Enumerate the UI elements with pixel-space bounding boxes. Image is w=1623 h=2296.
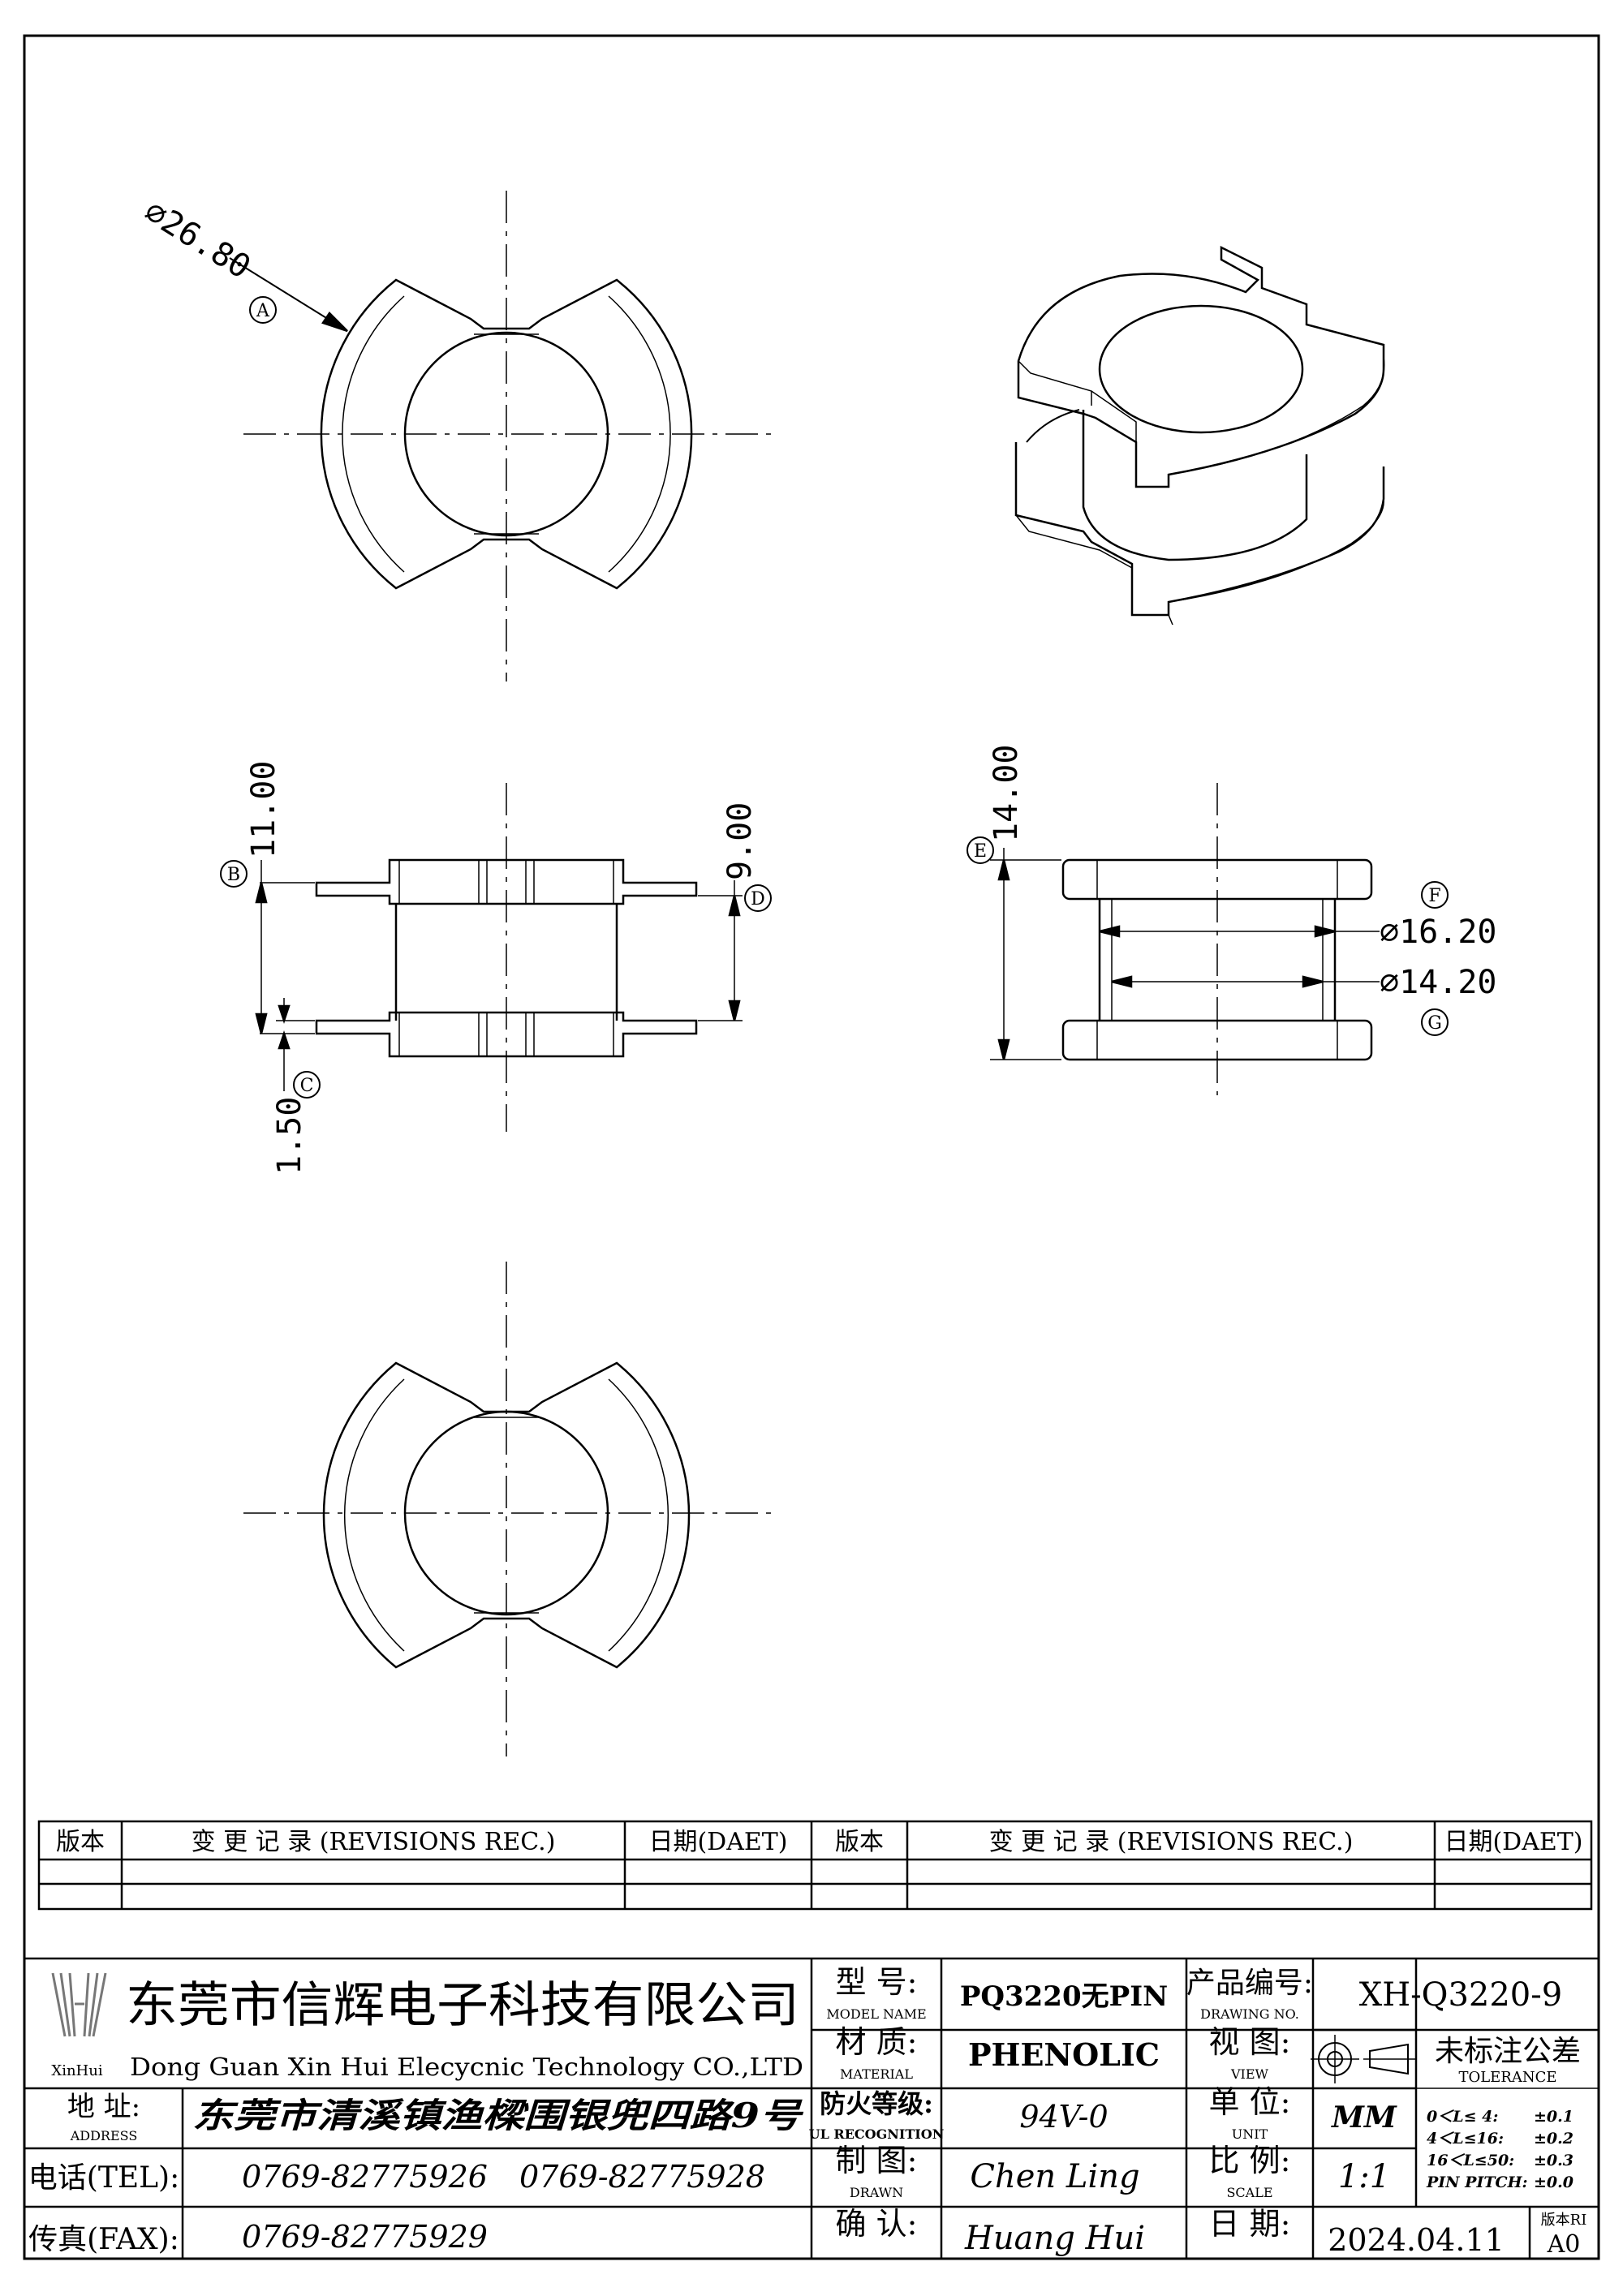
side-view — [966, 783, 1449, 1095]
tel-value-2: 0769-82775928 — [519, 2159, 765, 2195]
drawn-label-en: DRAWN — [850, 2185, 903, 2200]
scale-value: 1:1 — [1338, 2158, 1390, 2195]
marker-e: E — [974, 841, 987, 862]
marker-a: A — [256, 301, 270, 321]
top-view — [229, 191, 771, 681]
dim-diameter-1420: ⌀14.20 — [1380, 964, 1497, 1001]
rev-header-record-2: 变 更 记 录 (REVISIONS REC.) — [989, 1828, 1354, 1856]
dim-height-11: 11.00 — [245, 761, 282, 858]
logo-text: XinHui — [51, 2062, 102, 2079]
rev-header-date-2: 日期(DAET) — [1444, 1828, 1582, 1856]
check-label: 确 认: — [836, 2206, 918, 2242]
model-label: 型 号: — [836, 1964, 918, 2000]
tol-range-2: 4＜L≤16: — [1427, 2130, 1504, 2148]
title-block — [23, 1957, 1600, 2260]
fire-label-en: UL RECOGNITION — [809, 2126, 945, 2142]
company-name-cn: 东莞市信辉电子科技有限公司 — [126, 1977, 799, 2034]
fire-label: 防火等级: — [820, 2088, 933, 2119]
address-label: 地 址: — [67, 2091, 140, 2123]
tolerance-label-en: TOLERANCE — [1458, 2069, 1556, 2086]
rev-header-date: 日期(DAET) — [648, 1828, 787, 1856]
scale-label-en: SCALE — [1226, 2185, 1272, 2200]
isometric-view — [1014, 245, 1385, 626]
model-label-en: MODEL NAME — [826, 2006, 926, 2022]
fire-value: 94V-0 — [1019, 2099, 1108, 2135]
material-value: PHENOLIC — [968, 2036, 1160, 2073]
drawn-label: 制 图: — [836, 2143, 918, 2178]
unit-label: 单 位: — [1209, 2084, 1291, 2120]
marker-g: G — [1427, 1013, 1442, 1034]
date-value: 2024.04.11 — [1328, 2222, 1505, 2258]
dim-diameter-1620: ⌀16.20 — [1380, 914, 1497, 951]
tel-value-1: 0769-82775926 — [242, 2159, 488, 2195]
model-value: PQ3220无PIN — [960, 1980, 1168, 2013]
company-logo — [51, 1972, 107, 2037]
material-label: 材 质: — [836, 2024, 918, 2060]
bottom-view — [243, 1262, 771, 1756]
scale-label: 比 例: — [1209, 2143, 1291, 2178]
tel-label: 电话(TEL): — [28, 2161, 179, 2195]
tol-val-1: ±0.1 — [1534, 2108, 1573, 2126]
drawing-no-label: 产品编号: — [1186, 1967, 1313, 2000]
company-name-en: Dong Guan Xin Hui Elecycnic Technology C… — [130, 2053, 803, 2082]
front-view — [220, 783, 772, 1132]
marker-b: B — [227, 865, 240, 885]
drawing-no-label-en: DRAWING NO. — [1200, 2006, 1299, 2022]
unit-value: MM — [1330, 2100, 1397, 2135]
tol-range-4: PIN PITCH: — [1426, 2173, 1528, 2191]
date-label: 日 期: — [1209, 2206, 1291, 2242]
dim-diameter-outer: ⌀26.80 — [138, 192, 257, 286]
view-label: 视 图: — [1209, 2024, 1291, 2060]
material-label-en: MATERIAL — [840, 2066, 913, 2082]
tol-val-4: ±0.0 — [1534, 2173, 1573, 2191]
marker-f: F — [1428, 886, 1440, 906]
marker-c: C — [300, 1076, 314, 1096]
tol-range-3: 16＜L≤50: — [1427, 2152, 1514, 2169]
address-label-en: ADDRESS — [70, 2128, 138, 2143]
check-value: Huang Hui — [964, 2220, 1145, 2257]
marker-d: D — [751, 889, 765, 909]
fax-label: 传真(FAX): — [28, 2223, 179, 2256]
drawn-value: Chen Ling — [970, 2158, 1139, 2195]
dim-thickness-150: 1.50 — [271, 1097, 308, 1175]
address-value: 东莞市清溪镇渔樑围银兜四路9号 — [192, 2096, 804, 2135]
revision-table — [37, 1820, 1593, 1911]
dim-height-9: 9.00 — [721, 802, 759, 880]
rev-label: 版本RI — [1541, 2212, 1587, 2229]
rev-header-record: 变 更 记 录 (REVISIONS REC.) — [192, 1828, 556, 1856]
tol-val-3: ±0.3 — [1534, 2152, 1573, 2169]
tol-val-2: ±0.2 — [1534, 2130, 1573, 2148]
sheet-border — [23, 34, 1600, 2260]
rev-value: A0 — [1547, 2230, 1581, 2259]
tolerance-label: 未标注公差 — [1435, 2035, 1581, 2068]
drawing-no-value: XH-Q3220-9 — [1359, 1976, 1562, 2014]
rev-header-version-2: 版本 — [835, 1828, 884, 1856]
unit-label-en: UNIT — [1232, 2126, 1268, 2142]
dim-height-14: 14.00 — [988, 745, 1025, 842]
view-label-en: VIEW — [1230, 2066, 1269, 2082]
fax-value: 0769-82775929 — [242, 2219, 488, 2255]
rev-header-version: 版本 — [56, 1828, 105, 1856]
tol-range-1: 0＜L≤ 4: — [1427, 2108, 1498, 2126]
